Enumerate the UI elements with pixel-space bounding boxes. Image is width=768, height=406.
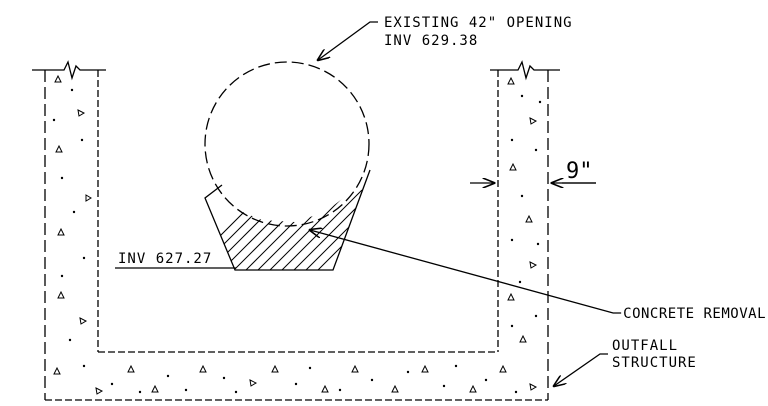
concrete-removal-label: CONCRETE REMOVAL [623,306,766,322]
outfall-structure [32,60,560,401]
wall-thickness-dimension: 9" [566,159,593,184]
aggregate-triangles [53,74,538,395]
outfall-leader [554,353,608,386]
annotations [115,21,622,386]
aggregate-dots [52,88,542,394]
concrete-removal-leader [310,230,622,314]
inv-lower-label: INV 627.27 [118,251,212,267]
opening-leader [318,21,378,60]
removal-outline [204,169,371,271]
outfall-label: OUTFALL [612,338,678,354]
right-wall-break-line [490,60,560,81]
existing-42-inch-opening-circle [204,61,370,227]
structure-label: STRUCTURE [612,355,697,371]
existing-opening-label: EXISTING 42" OPENING [384,15,573,31]
left-wall-break-line [32,60,106,81]
existing-opening-invert-label: INV 629.38 [384,33,478,49]
existing-opening [204,61,370,227]
